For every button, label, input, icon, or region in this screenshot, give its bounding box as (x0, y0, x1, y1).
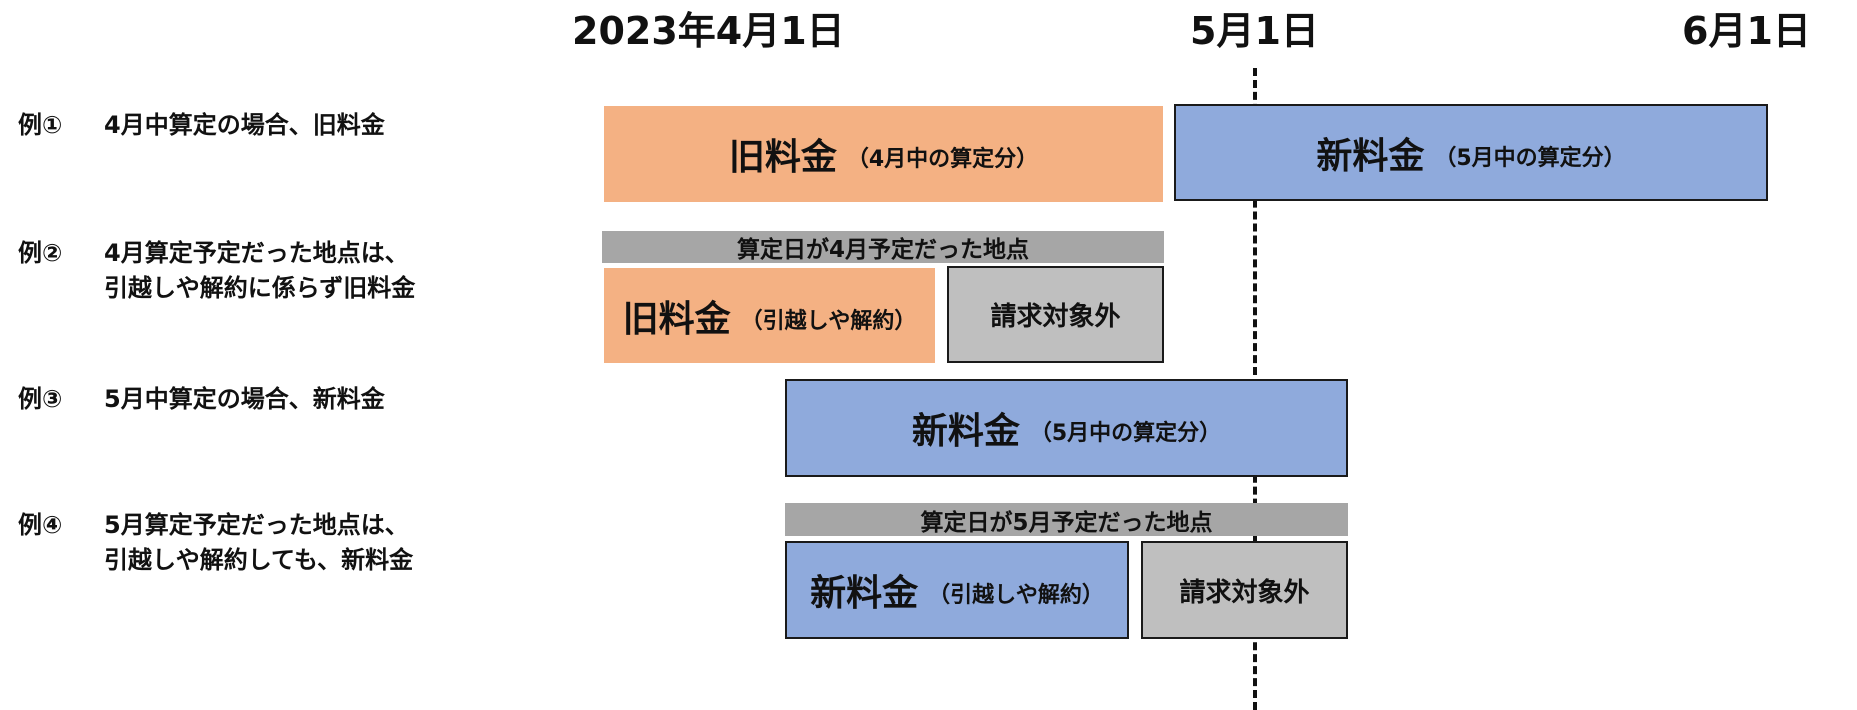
example-2-text-line1: 4月算定予定だった地点は、 (104, 239, 409, 267)
ex2-old-fee-sub: （引越しや解約） (740, 308, 917, 334)
example-2-number: 例② (18, 239, 63, 267)
example-1-number: 例① (18, 111, 63, 139)
date-may-1: 5月1日 (1190, 9, 1319, 53)
example-4-number: 例④ (18, 511, 63, 539)
example-4-text-line2: 引越しや解約しても、新料金 (104, 546, 414, 574)
example-2-text-line2: 引越しや解約に係らず旧料金 (104, 274, 416, 302)
date-apr-1: 2023年4月1日 (572, 9, 845, 53)
ex1-old-fee-main: 旧料金 (728, 137, 837, 178)
example-4-label: 例④ 5月算定予定だった地点は、 引越しや解約しても、新料金 (18, 508, 413, 578)
ex4-new-fee-sub: （引越しや解約） (928, 583, 1104, 608)
ex2-schedule-bar: 算定日が4月予定だった地点 (602, 231, 1164, 263)
date-jun-1: 6月1日 (1682, 9, 1811, 53)
ex2-excluded-box: 請求対象外 (947, 266, 1164, 363)
example-3-text: 5月中算定の場合、新料金 (104, 385, 385, 413)
ex4-excluded-box: 請求対象外 (1141, 541, 1348, 639)
ex1-old-fee-sub: （4月中の算定分） (846, 147, 1039, 172)
example-3-number: 例③ (18, 385, 63, 413)
ex4-new-fee-main: 新料金 (810, 573, 919, 614)
example-1-label: 例① 4月中算定の場合、旧料金 (18, 108, 385, 143)
ex4-schedule-bar: 算定日が5月予定だった地点 (785, 503, 1348, 536)
ex3-new-fee-main: 新料金 (911, 411, 1020, 452)
ex4-new-fee-box: 新料金 （引越しや解約） (785, 541, 1129, 639)
ex1-new-fee-sub: （5月中の算定分） (1434, 145, 1626, 171)
ex1-new-fee-main: 新料金 (1316, 135, 1425, 177)
ex3-new-fee-box: 新料金 （5月中の算定分） (785, 379, 1348, 477)
ex1-new-fee-box: 新料金 （5月中の算定分） (1174, 104, 1768, 201)
example-3-label: 例③ 5月中算定の場合、新料金 (18, 382, 385, 417)
example-2-label: 例② 4月算定予定だった地点は、 引越しや解約に係らず旧料金 (18, 236, 415, 306)
ex1-old-fee-box: 旧料金 （4月中の算定分） (604, 106, 1163, 202)
example-1-text: 4月中算定の場合、旧料金 (104, 111, 385, 139)
example-4-text-line1: 5月算定予定だった地点は、 (104, 511, 409, 539)
ex2-old-fee-main: 旧料金 (622, 298, 731, 340)
ex2-old-fee-box: 旧料金 （引越しや解約） (604, 268, 935, 363)
ex3-new-fee-sub: （5月中の算定分） (1029, 421, 1222, 446)
